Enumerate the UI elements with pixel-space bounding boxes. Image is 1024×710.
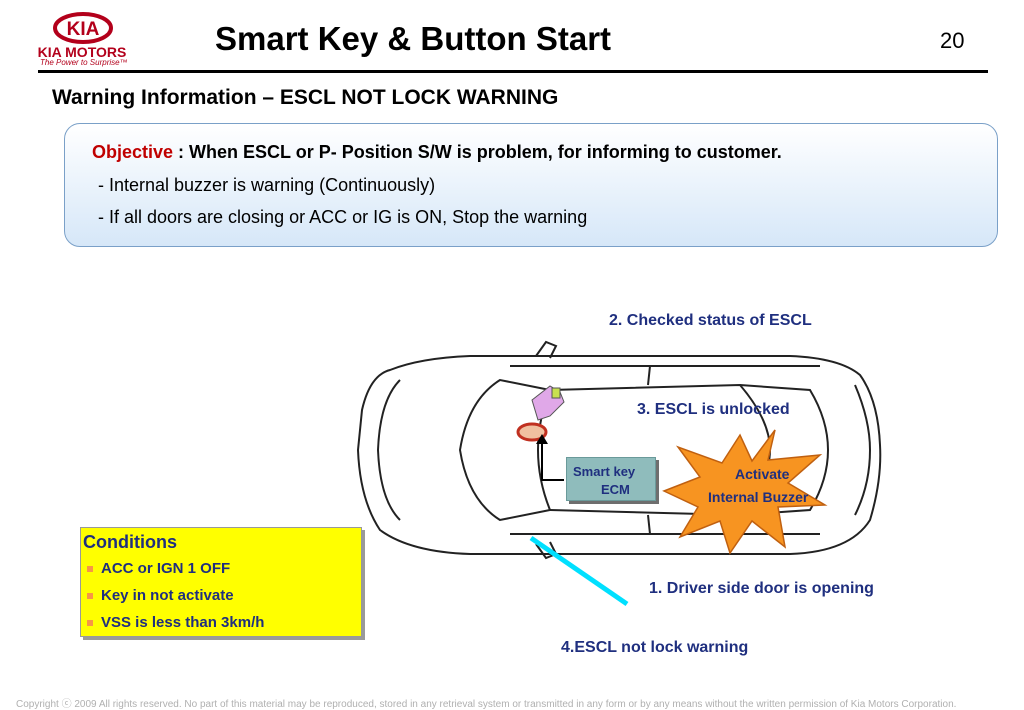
side-mirror-top bbox=[535, 340, 558, 359]
copyright-notice: Copyright ⓒ 2009 All rights reserved. No… bbox=[16, 699, 957, 710]
condition-item: VSS is less than 3km/h bbox=[87, 614, 264, 631]
kia-logo: KIA KIA MOTORS bbox=[28, 8, 138, 70]
condition-text: ACC or IGN 1 OFF bbox=[101, 560, 231, 577]
condition-text: Key in not activate bbox=[101, 587, 234, 604]
page-number: 20 bbox=[940, 28, 965, 53]
objective-label: Objective bbox=[92, 142, 174, 162]
page-title: Smart Key & Button Start bbox=[215, 20, 612, 57]
side-mirror-bottom bbox=[535, 541, 558, 560]
header-divider bbox=[38, 70, 988, 73]
burst-label-line2: Internal Buzzer bbox=[708, 489, 809, 505]
step-1-label: 1. Driver side door is opening bbox=[649, 580, 874, 597]
car-front-bumper-line bbox=[376, 379, 401, 521]
door-opening-indicator bbox=[529, 535, 629, 607]
ecm-label-line2: ECM bbox=[601, 482, 630, 497]
condition-item: Key in not activate bbox=[87, 587, 234, 604]
objective-box bbox=[64, 123, 998, 247]
section-subtitle: Warning Information – ESCL NOT LOCK WARN… bbox=[52, 86, 559, 109]
bullet-icon bbox=[87, 593, 93, 600]
door-seams bbox=[647, 365, 651, 535]
condition-item: ACC or IGN 1 OFF bbox=[87, 560, 230, 577]
burst-label-line1: Activate bbox=[735, 466, 790, 482]
car-rear-bumper-line bbox=[854, 384, 872, 516]
objective-text: : When ESCL or P- Position S/W is proble… bbox=[173, 142, 782, 162]
buzzer-burst-shape bbox=[662, 429, 828, 555]
conditions-box: Conditions ACC or IGN 1 OFF Key in not a… bbox=[80, 527, 362, 637]
kia-logo-mark: KIA bbox=[67, 19, 100, 40]
brand-name: KIA MOTORS bbox=[38, 44, 127, 60]
car-body bbox=[356, 355, 882, 555]
rear-window bbox=[739, 384, 830, 516]
condition-text: VSS is less than 3km/h bbox=[101, 614, 265, 631]
escl-unit bbox=[516, 385, 565, 442]
brand-tagline: The Power to Surprise™ bbox=[40, 58, 128, 67]
objective-detail-1: - Internal buzzer is warning (Continuous… bbox=[98, 175, 436, 195]
smart-key-ecm-box: Smart key ECM bbox=[566, 457, 656, 501]
objective-line: Objective : When ESCL or P- Position S/W… bbox=[92, 142, 782, 163]
arrow-head bbox=[536, 434, 548, 444]
escl-to-ecm-arrow bbox=[541, 440, 564, 481]
bullet-icon bbox=[87, 620, 93, 627]
step-4-label: 4.ESCL not lock warning bbox=[561, 639, 749, 656]
step-3-label: 3. ESCL is unlocked bbox=[637, 401, 790, 418]
objective-detail-2: - If all doors are closing or ACC or IG … bbox=[98, 207, 588, 227]
bullet-icon bbox=[87, 566, 93, 573]
ecm-label-line1: Smart key bbox=[573, 464, 636, 479]
conditions-title: Conditions bbox=[83, 532, 177, 552]
step-2-label: 2. Checked status of ESCL bbox=[609, 312, 812, 329]
